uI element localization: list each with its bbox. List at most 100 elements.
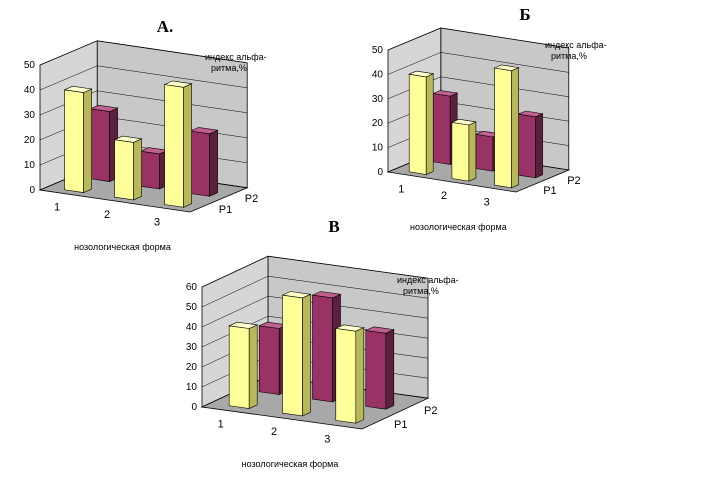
y-tick-label: 40 bbox=[186, 322, 198, 333]
x-tick-label: 2 bbox=[104, 209, 110, 221]
bar-front-face bbox=[282, 294, 303, 417]
bar-top-face bbox=[517, 110, 544, 118]
bar-front-face bbox=[190, 130, 210, 197]
bar-Р1-cat-3 bbox=[334, 324, 365, 424]
y-tick-label: 50 bbox=[186, 302, 198, 313]
bar-front-face bbox=[494, 67, 512, 189]
depth-label-P2: Р2 bbox=[567, 175, 580, 187]
bar-Р2-cat-3 bbox=[189, 127, 219, 197]
x-axis-label: нозологическая форма bbox=[410, 222, 507, 232]
bar-top-face bbox=[311, 291, 342, 299]
bar-front-face bbox=[335, 328, 357, 424]
bar-Р1-cat-1 bbox=[408, 70, 435, 175]
y-tick-label: 30 bbox=[24, 110, 36, 121]
bar-side-face bbox=[183, 83, 192, 208]
bar-top-face bbox=[228, 321, 259, 329]
bar-side-face bbox=[535, 113, 543, 179]
bar-front-face bbox=[228, 325, 250, 409]
bar-side-face bbox=[83, 88, 92, 194]
bar-side-face bbox=[425, 73, 434, 175]
x-tick-label: 3 bbox=[324, 433, 330, 445]
bar-Р1-cat-3 bbox=[493, 64, 520, 189]
value-axis-label-line1: индекс альфа- bbox=[397, 275, 459, 285]
y-tick-label: 40 bbox=[24, 85, 36, 96]
x-tick-label: 2 bbox=[441, 190, 447, 202]
depth-label-P2: Р2 bbox=[245, 193, 258, 205]
bar-top-face bbox=[63, 85, 93, 93]
y-tick-label: 0 bbox=[29, 185, 35, 196]
y-tick-label: 50 bbox=[372, 45, 384, 56]
gridline bbox=[387, 27, 569, 51]
value-axis-label-line1: индекс альфа- bbox=[545, 40, 607, 50]
gridline bbox=[39, 90, 248, 116]
bar-side-face bbox=[209, 129, 218, 197]
gridline bbox=[201, 275, 429, 308]
y-tick-label: 10 bbox=[372, 143, 384, 154]
bar-front-face bbox=[140, 150, 160, 190]
y-tick-label: 0 bbox=[377, 167, 383, 178]
bar-front-face bbox=[408, 73, 427, 175]
bar-Р1-cat-2 bbox=[281, 291, 312, 417]
bar-Р1-cat-1 bbox=[228, 321, 259, 409]
bar-side-face bbox=[468, 121, 477, 182]
depth-label-P1: Р1 bbox=[394, 419, 407, 431]
bar-front-face bbox=[114, 139, 134, 201]
x-axis-label: нозологическая форма bbox=[74, 242, 171, 252]
bar-Р1-cat-1 bbox=[63, 85, 93, 194]
y-tick-label: 60 bbox=[186, 282, 198, 293]
bar-Р2-cat-3 bbox=[517, 110, 544, 179]
bar-top-face bbox=[408, 70, 435, 78]
bar-side-face bbox=[511, 67, 519, 189]
bar-top-face bbox=[493, 64, 520, 72]
bar-Р1-cat-2 bbox=[450, 118, 477, 182]
x-tick-label: 1 bbox=[54, 202, 60, 214]
chart-title: В bbox=[328, 217, 339, 236]
depth-label-P1: Р1 bbox=[219, 204, 232, 216]
bar-side-face bbox=[385, 329, 395, 410]
gridline bbox=[39, 40, 248, 66]
chart-title: Б bbox=[519, 5, 530, 24]
chart-title: А. bbox=[157, 17, 174, 36]
bar-top-face bbox=[432, 90, 459, 97]
bar-top-face bbox=[334, 324, 365, 332]
bar-side-face bbox=[248, 324, 258, 409]
depth-label-P1: Р1 bbox=[543, 185, 556, 197]
y-tick-label: 20 bbox=[24, 135, 36, 146]
bar-front-face bbox=[451, 122, 470, 182]
y-tick-label: 0 bbox=[191, 402, 197, 413]
y-tick-label: 20 bbox=[372, 118, 384, 129]
bar-top-face bbox=[364, 326, 395, 334]
y-tick-label: 20 bbox=[186, 362, 198, 373]
bar-front-face bbox=[432, 93, 451, 165]
bar-front-face bbox=[518, 113, 536, 179]
bar-Р2-cat-2 bbox=[139, 147, 169, 190]
x-tick-label: 2 bbox=[271, 426, 277, 438]
x-tick-label: 1 bbox=[398, 183, 404, 195]
x-tick-label: 3 bbox=[154, 216, 160, 228]
bar-front-face bbox=[258, 325, 280, 395]
x-tick-label: 1 bbox=[218, 419, 224, 431]
bar-front-face bbox=[312, 294, 333, 403]
gridline bbox=[39, 65, 248, 91]
bar-Р1-cat-3 bbox=[163, 80, 193, 208]
bar-Р2-cat-1 bbox=[89, 104, 119, 183]
bar-front-face bbox=[64, 89, 84, 193]
bar-front-face bbox=[90, 108, 110, 182]
bar-Р1-cat-2 bbox=[113, 135, 143, 201]
y-tick-label: 40 bbox=[372, 69, 384, 80]
bar-side-face bbox=[355, 327, 365, 424]
value-axis-label-line2: ритма,% bbox=[403, 286, 439, 296]
x-axis-label: нозологическая форма bbox=[242, 459, 339, 469]
bar-top-face bbox=[89, 104, 119, 112]
bar-top-face bbox=[113, 135, 143, 143]
gridline bbox=[387, 52, 569, 75]
bar-front-face bbox=[365, 330, 387, 410]
gridline bbox=[201, 255, 429, 288]
depth-label-P2: Р2 bbox=[424, 405, 437, 417]
y-tick-label: 30 bbox=[186, 342, 198, 353]
bar-Р2-cat-3 bbox=[364, 326, 395, 410]
